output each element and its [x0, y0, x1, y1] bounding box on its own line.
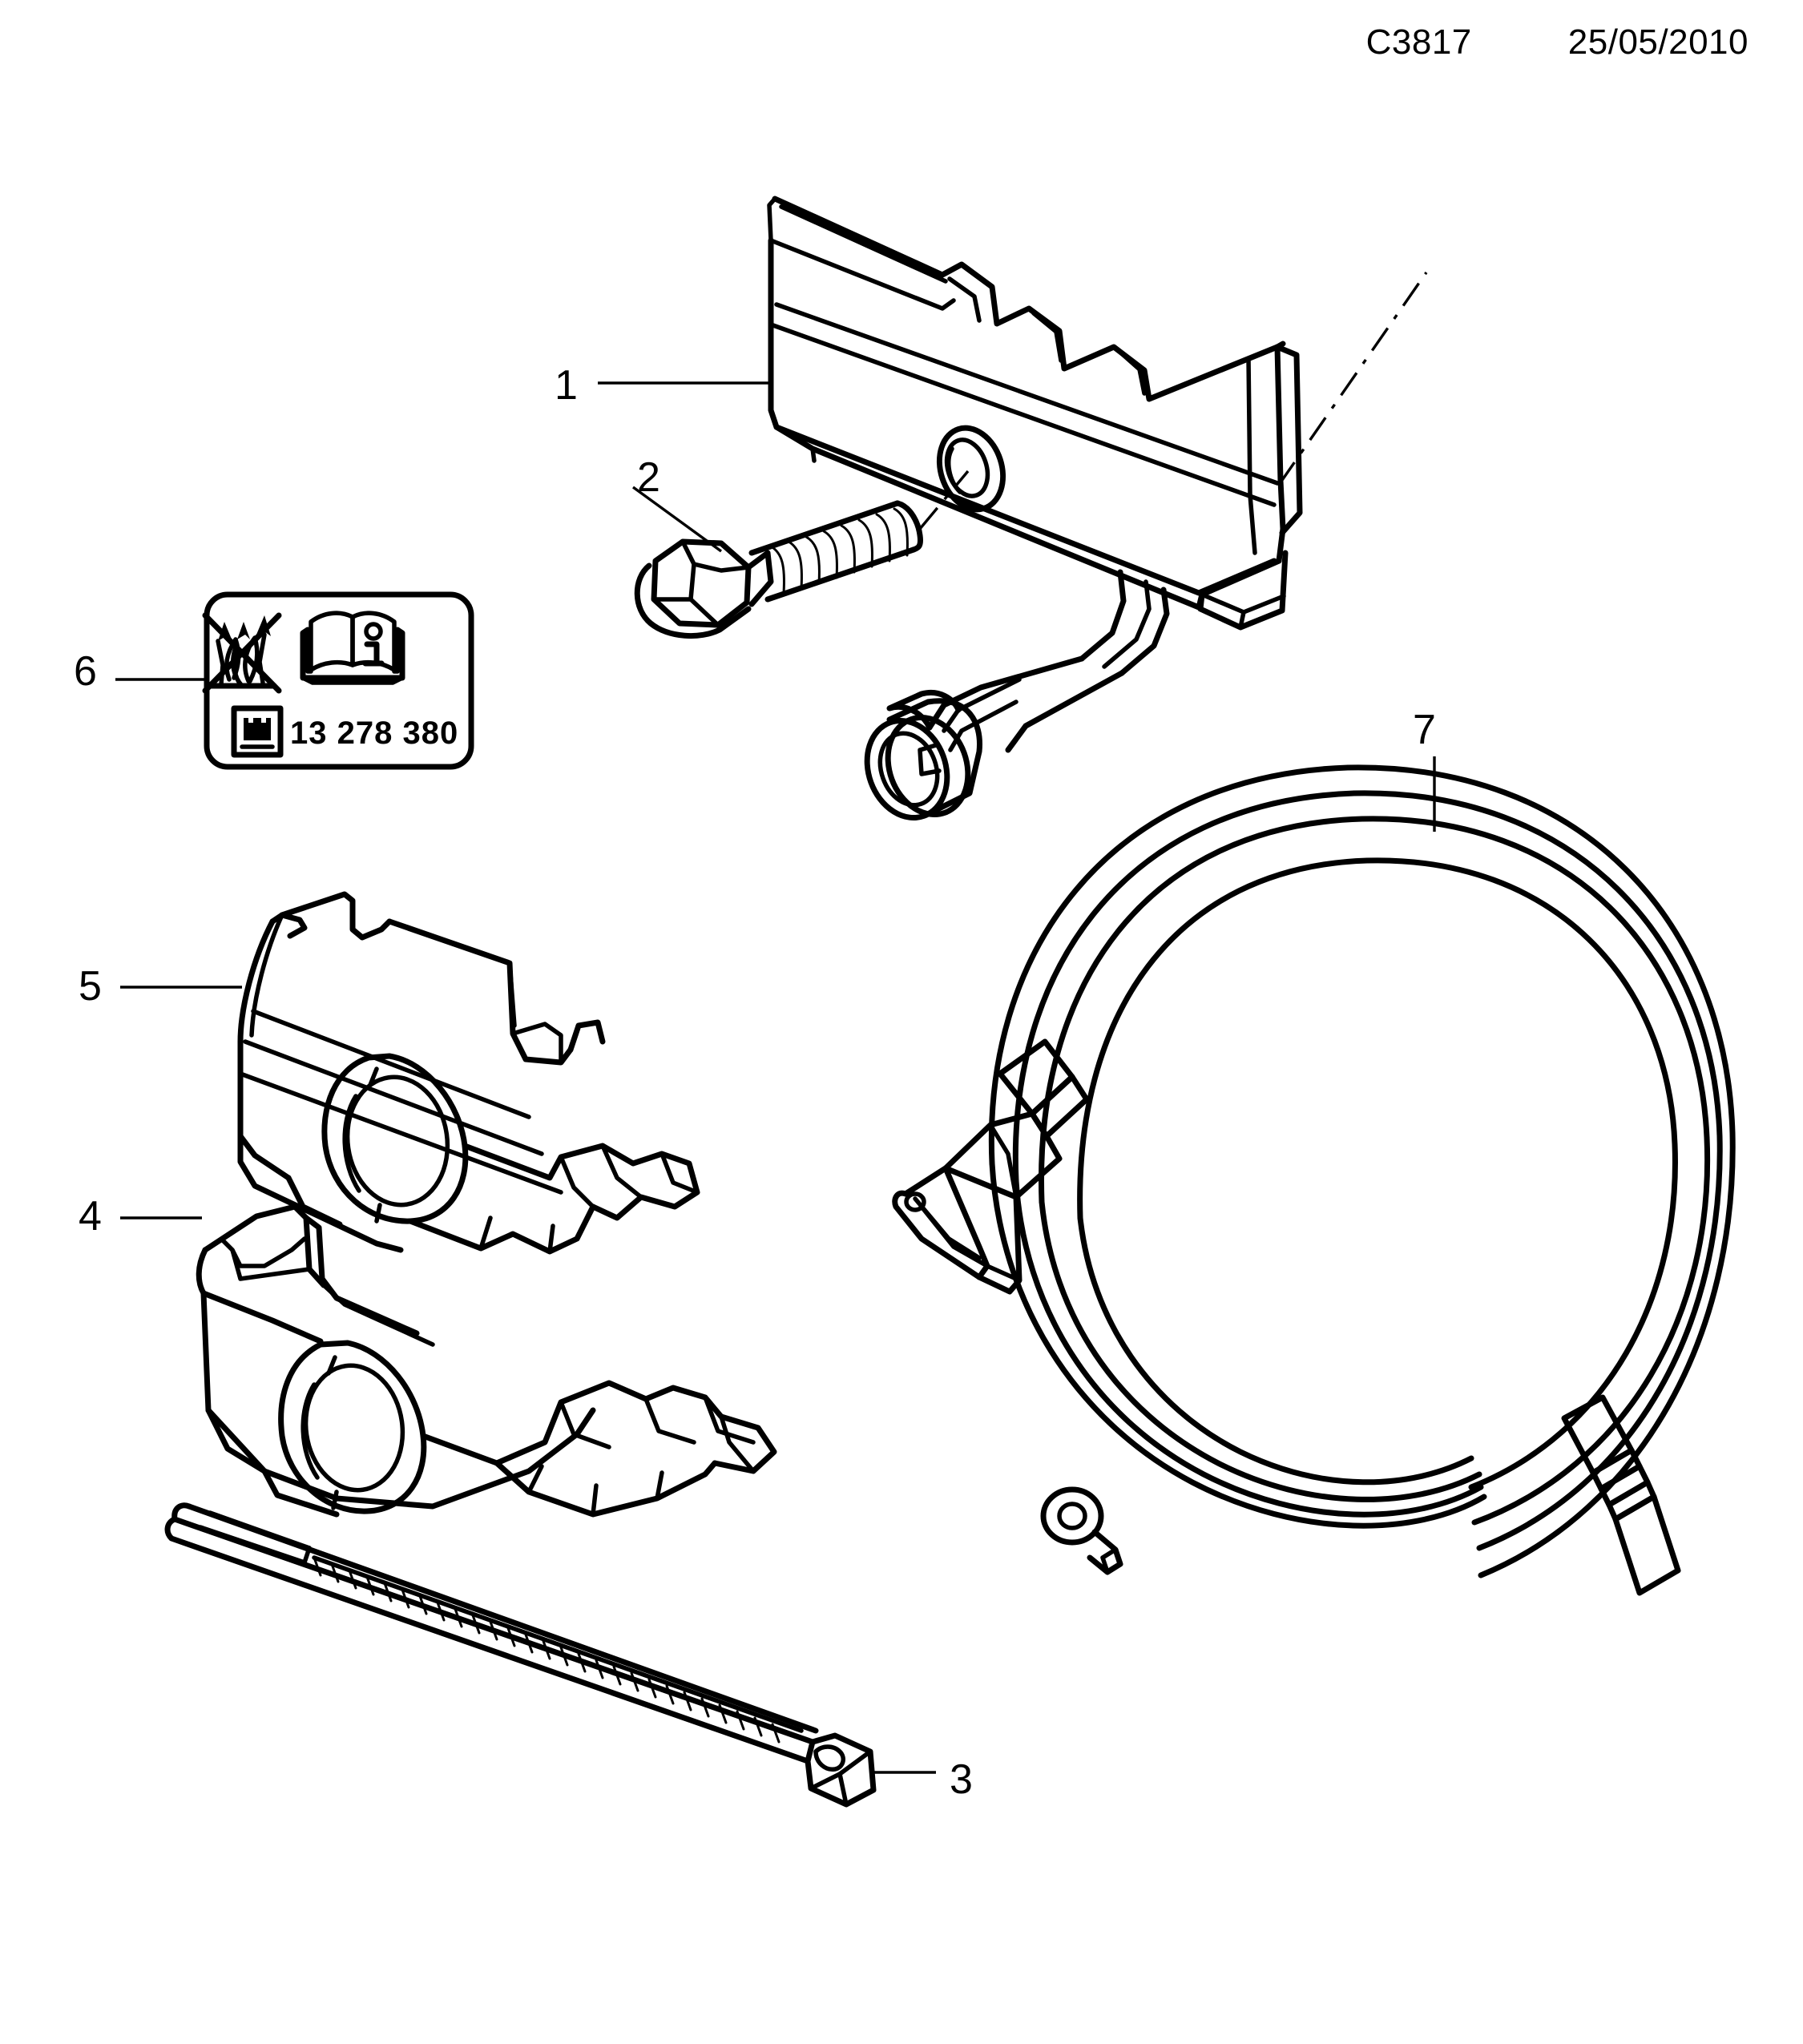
- part-retaining-bracket: [196, 1203, 777, 1518]
- leader-lines: [115, 272, 1436, 1774]
- part-warning-label: [204, 591, 474, 770]
- warning-label-part-number: 13 278 380: [290, 716, 459, 751]
- part-power-socket: [864, 655, 1125, 821]
- cable-terminal-plug: [1561, 1394, 1681, 1596]
- bracket-socket-aperture: [278, 1340, 427, 1514]
- warning-label-pictograms: [202, 611, 405, 758]
- part-wiring-harness: [892, 764, 1736, 1596]
- drawing-code: C3817: [1365, 22, 1472, 62]
- cable-plug-connector: [892, 1038, 1090, 1295]
- cable-ring-terminal: [1040, 1486, 1123, 1575]
- callout-4: 4: [79, 1193, 102, 1240]
- callout-6: 6: [74, 648, 97, 695]
- bracket-bolt-hole: [936, 425, 1006, 513]
- part-socket-cover: [237, 891, 700, 1255]
- battery-icon: [231, 705, 284, 758]
- sheet-header: C3817 25/05/2010: [0, 22, 1803, 79]
- drawing-date: 25/05/2010: [1567, 22, 1749, 62]
- part-cable-tie: [164, 1502, 877, 1808]
- no-open-flame-icon: [202, 612, 282, 694]
- read-manual-icon: [300, 611, 405, 685]
- callout-5: 5: [79, 963, 102, 1010]
- callout-3: 3: [950, 1756, 973, 1803]
- part-hex-flange-bolt: [634, 500, 923, 639]
- callout-2: 2: [637, 454, 660, 501]
- part-mounting-bracket: [767, 196, 1303, 676]
- callout-1: 1: [555, 362, 578, 409]
- callout-7: 7: [1413, 707, 1436, 753]
